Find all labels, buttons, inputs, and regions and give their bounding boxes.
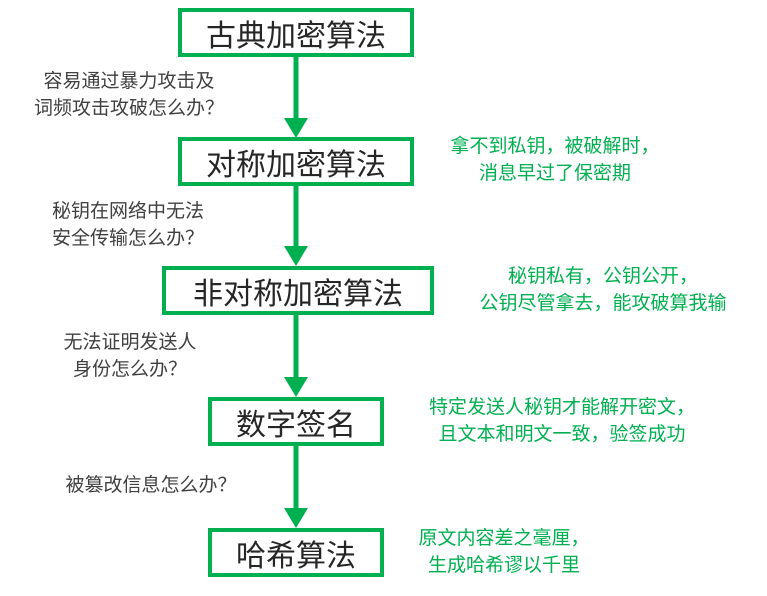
question-1: 容易通过暴力攻击及词频攻击攻破怎么办？: [33, 70, 224, 119]
step-hash: 哈希算法: [208, 528, 384, 577]
step-symmetric: 对称加密算法: [178, 137, 414, 186]
note-hash: 原文内容差之毫厘，生成哈希谬以千里: [418, 527, 590, 576]
arrowhead-4: [284, 508, 308, 528]
step-classical: 古典加密算法: [178, 8, 414, 57]
note-signature: 特定发送人秘钥才能解开密文，且文本和明文一致，验签成功: [428, 396, 695, 445]
question-4: 被篡改信息怎么办？: [65, 474, 237, 496]
arrowhead-3: [284, 377, 308, 397]
question-2: 秘钥在网络中无法安全传输怎么办？: [51, 200, 204, 249]
question-3: 无法证明发送人身份怎么办？: [63, 331, 197, 380]
step-digital-signature: 数字签名: [208, 397, 384, 446]
step-asymmetric: 非对称加密算法: [162, 266, 434, 315]
note-symmetric: 拿不到私钥，被破解时，消息早过了保密期: [450, 135, 660, 184]
arrowhead-1: [284, 118, 308, 138]
note-asymmetric: 秘钥私有，公钥公开，公钥尽管拿去，能攻破算我输: [479, 265, 727, 314]
arrowhead-2: [284, 246, 308, 266]
